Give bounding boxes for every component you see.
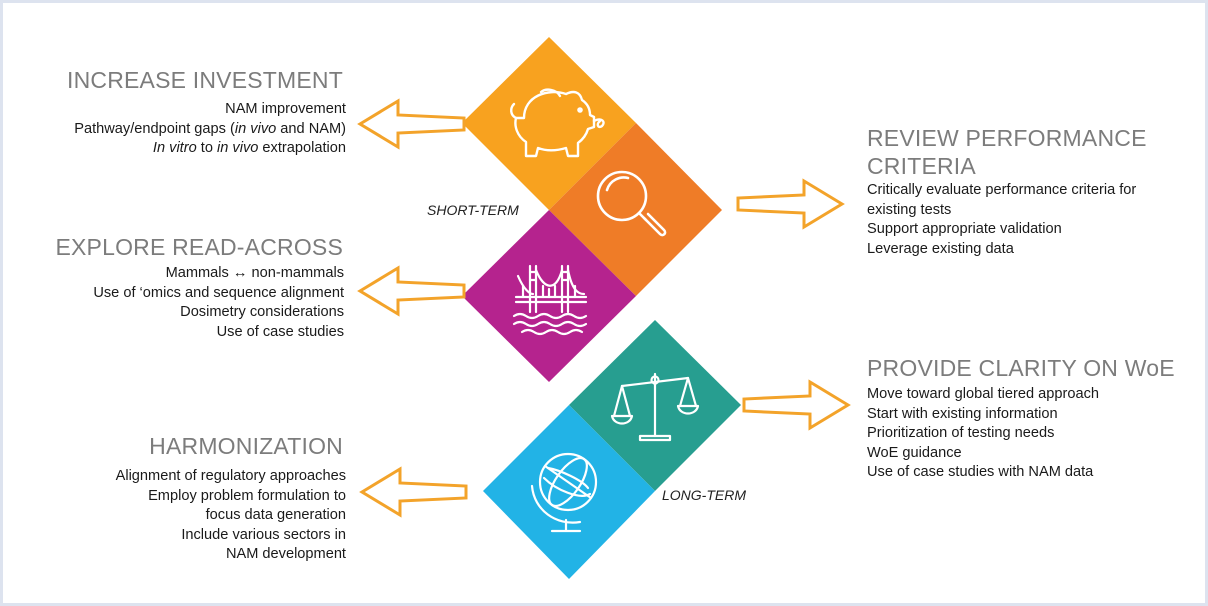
list-item: NAM improvement: [225, 101, 346, 117]
list-item: focus data generation: [205, 507, 346, 523]
list-item: Support appropriate validation: [867, 221, 1062, 237]
performance-list: Critically evaluate performance criteria…: [867, 181, 1136, 259]
list-item: Move toward global tiered approach: [867, 386, 1100, 402]
performance-heading-line2: CRITERIA: [867, 153, 976, 179]
list-item: Start with existing information: [867, 405, 1058, 422]
list-item: Include various sectors in: [181, 526, 346, 543]
list-item: Critically evaluate performance criteria…: [867, 182, 1137, 198]
list-item: In vitro to in vivo extrapolation: [152, 140, 346, 156]
balance-scale-icon: [610, 372, 700, 442]
list-item: Employ problem formulation to: [148, 487, 346, 504]
short-term-label: SHORT-TERM: [427, 202, 519, 218]
performance-heading: REVIEW PERFORMANCE CRITERIA: [867, 124, 1147, 180]
list-item: Use of case studies with NAM data: [867, 464, 1094, 480]
woe-heading: PROVIDE CLARITY ON WoE: [867, 355, 1175, 381]
harmonization-heading: HARMONIZATION: [149, 433, 343, 459]
harmonization-arrow: [360, 467, 468, 517]
list-item: Prioritization of testing needs: [867, 425, 1055, 441]
list-item: NAM development: [225, 546, 346, 562]
magnifier-diamond: [549, 123, 722, 296]
list-item: Leverage existing data: [867, 240, 1014, 257]
list-item: Dosimetry considerations: [180, 304, 344, 320]
piggy-diamond: [462, 37, 636, 210]
readacross-heading: EXPLORE READ-ACROSS: [55, 234, 343, 260]
woe-arrow: [742, 380, 850, 430]
list-item: existing tests: [867, 201, 952, 218]
list-item: Alignment of regulatory approaches: [115, 468, 346, 484]
list-item: WoE guidance: [867, 444, 962, 461]
performance-heading-line1: REVIEW PERFORMANCE: [867, 125, 1147, 151]
investment-heading: INCREASE INVESTMENT: [66, 67, 343, 93]
globe-icon: [530, 452, 598, 533]
magnifier-icon: [596, 170, 667, 237]
list-item: Use of ‘omics and sequence alignment: [93, 284, 344, 301]
list-item: Pathway/endpoint gaps (in vivo and NAM): [74, 120, 346, 137]
long-term-label: LONG-TERM: [662, 487, 746, 503]
bridge-icon: [512, 264, 588, 336]
piggy-bank-icon: [510, 88, 605, 158]
list-item: Use of case studies: [216, 323, 344, 340]
list-item: Mammals ↔ non-mammals: [165, 265, 344, 281]
readacross-arrow: [358, 266, 466, 316]
performance-arrow: [736, 179, 844, 229]
globe-diamond: [483, 405, 655, 579]
investment-arrow: [358, 99, 466, 149]
